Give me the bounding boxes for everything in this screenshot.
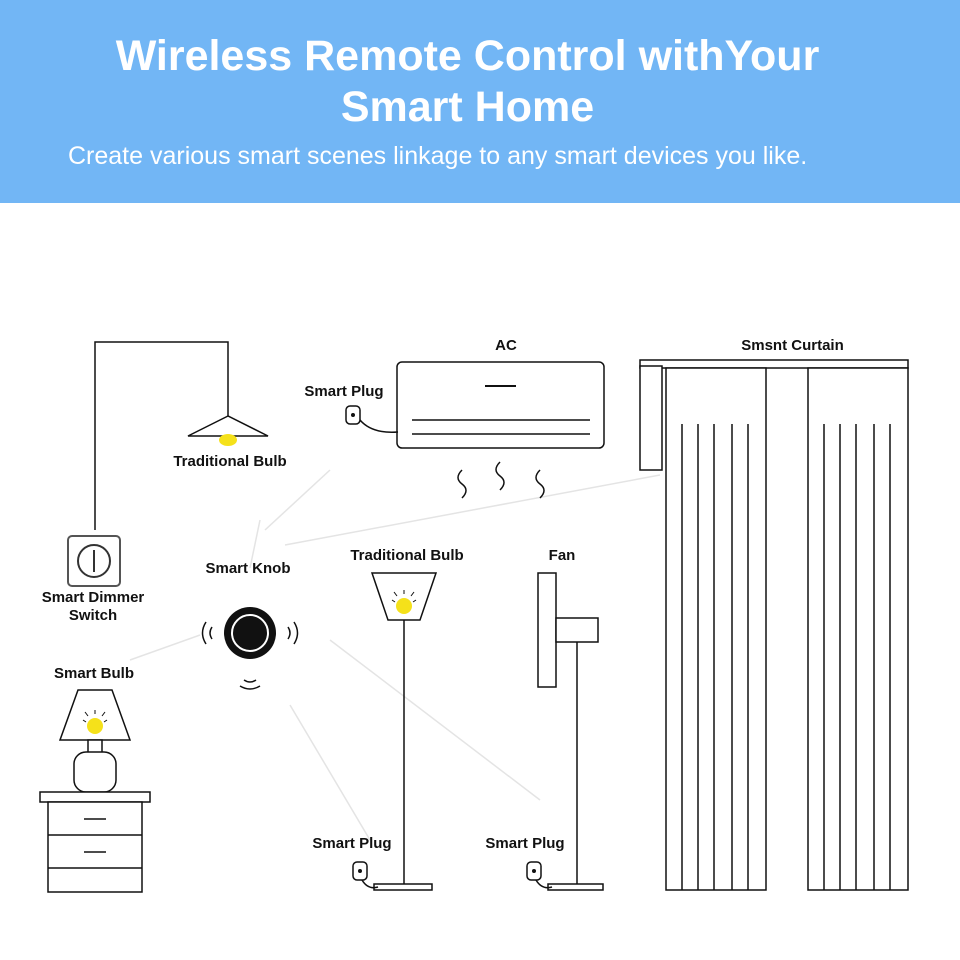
label-ac: AC: [495, 337, 517, 354]
label-traditional-bulb-pendant: Traditional Bulb: [173, 453, 287, 470]
label-smart-dimmer-switch-2: Switch: [68, 607, 118, 624]
label-smart-knob: Smart Knob: [205, 560, 291, 577]
label-smart-plug-lamp: Smart Plug: [312, 835, 392, 852]
fan-icon: [537, 572, 604, 891]
title-line-1: Wireless Remote Control withYour: [115, 32, 820, 80]
smart-plug-fan-icon: [526, 861, 553, 889]
label-smart-dimmer-switch-1: Smart Dimmer: [41, 589, 145, 606]
label-fan: Fan: [548, 547, 576, 564]
nightstand-icon: [39, 791, 151, 893]
smart-knob-icon: [201, 607, 299, 690]
curtain-icon: [639, 359, 909, 891]
label-smart-bulb: Smart Bulb: [53, 665, 134, 682]
ac-unit-icon: [396, 361, 605, 499]
subtitle: Create various smart scenes linkage to a…: [68, 142, 808, 170]
label-traditional-bulb-floor: Traditional Bulb: [350, 547, 464, 564]
header-banner: Wireless Remote Control withYour Smart H…: [0, 0, 960, 203]
dimmer-switch-icon: [67, 535, 121, 587]
label-smart-plug-fan: Smart Plug: [485, 835, 565, 852]
floor-lamp-icon: [370, 572, 438, 891]
title-line-2: Smart Home: [340, 83, 595, 131]
label-smart-plug-ac: Smart Plug: [304, 383, 384, 400]
label-smart-curtain: Smsnt Curtain: [741, 337, 844, 354]
wireless-link-lines: [129, 469, 661, 841]
smart-plug-ac-icon: [345, 405, 399, 433]
smart-plug-lamp-icon: [352, 861, 379, 889]
pendant-light-icon: [94, 341, 269, 530]
table-lamp-icon: [58, 689, 132, 793]
